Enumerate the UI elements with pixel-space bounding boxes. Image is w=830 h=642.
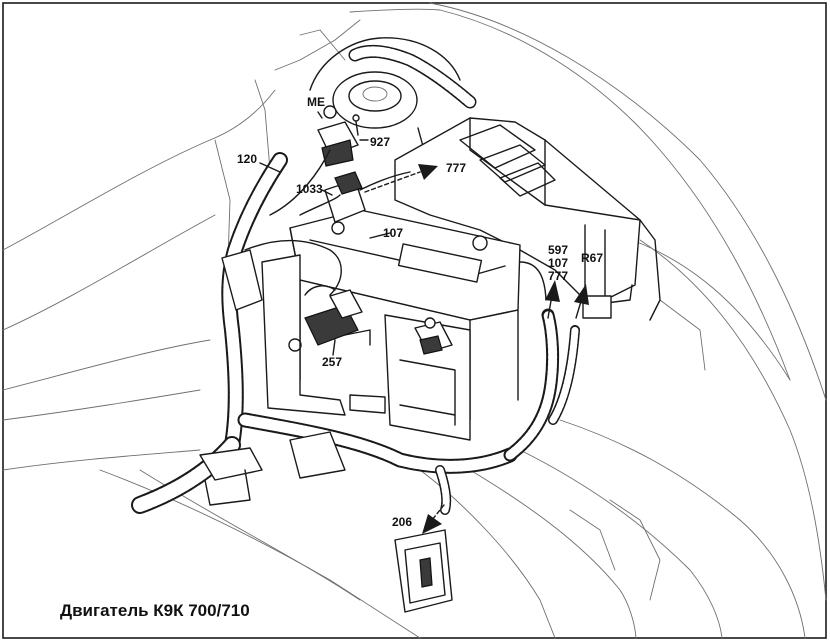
label-777-right: 777 [548, 269, 568, 283]
arrow-777-top [418, 164, 438, 180]
diagram-caption: Двигатель К9К 700/710 [60, 601, 250, 620]
wiring-harness [131, 44, 580, 515]
label-107-battery: 107 [383, 226, 403, 240]
label-257: 257 [322, 355, 342, 369]
direction-arrows [364, 164, 589, 534]
part-labels: ME 927 120 777 1033 107 597 107 777 R67 … [237, 95, 603, 529]
label-me: ME [307, 95, 325, 109]
connector-257 [304, 285, 363, 346]
battery-terminal [414, 317, 453, 355]
label-120: 120 [237, 152, 257, 166]
label-777-top: 777 [446, 161, 466, 175]
relay-1033 [324, 171, 366, 223]
relay-927 [317, 105, 360, 167]
label-107-right: 107 [548, 256, 568, 270]
arrow-r67 [574, 284, 589, 305]
leader-lines [259, 111, 391, 356]
connector-206 [394, 529, 453, 613]
arrow-206 [422, 514, 442, 534]
label-927: 927 [370, 135, 390, 149]
fuse-box [394, 117, 661, 321]
arrow-597 [545, 280, 560, 302]
label-r67: R67 [581, 251, 603, 265]
harness-bracket [199, 249, 346, 506]
label-1033: 1033 [296, 182, 323, 196]
label-206: 206 [392, 515, 412, 529]
label-597: 597 [548, 243, 568, 257]
